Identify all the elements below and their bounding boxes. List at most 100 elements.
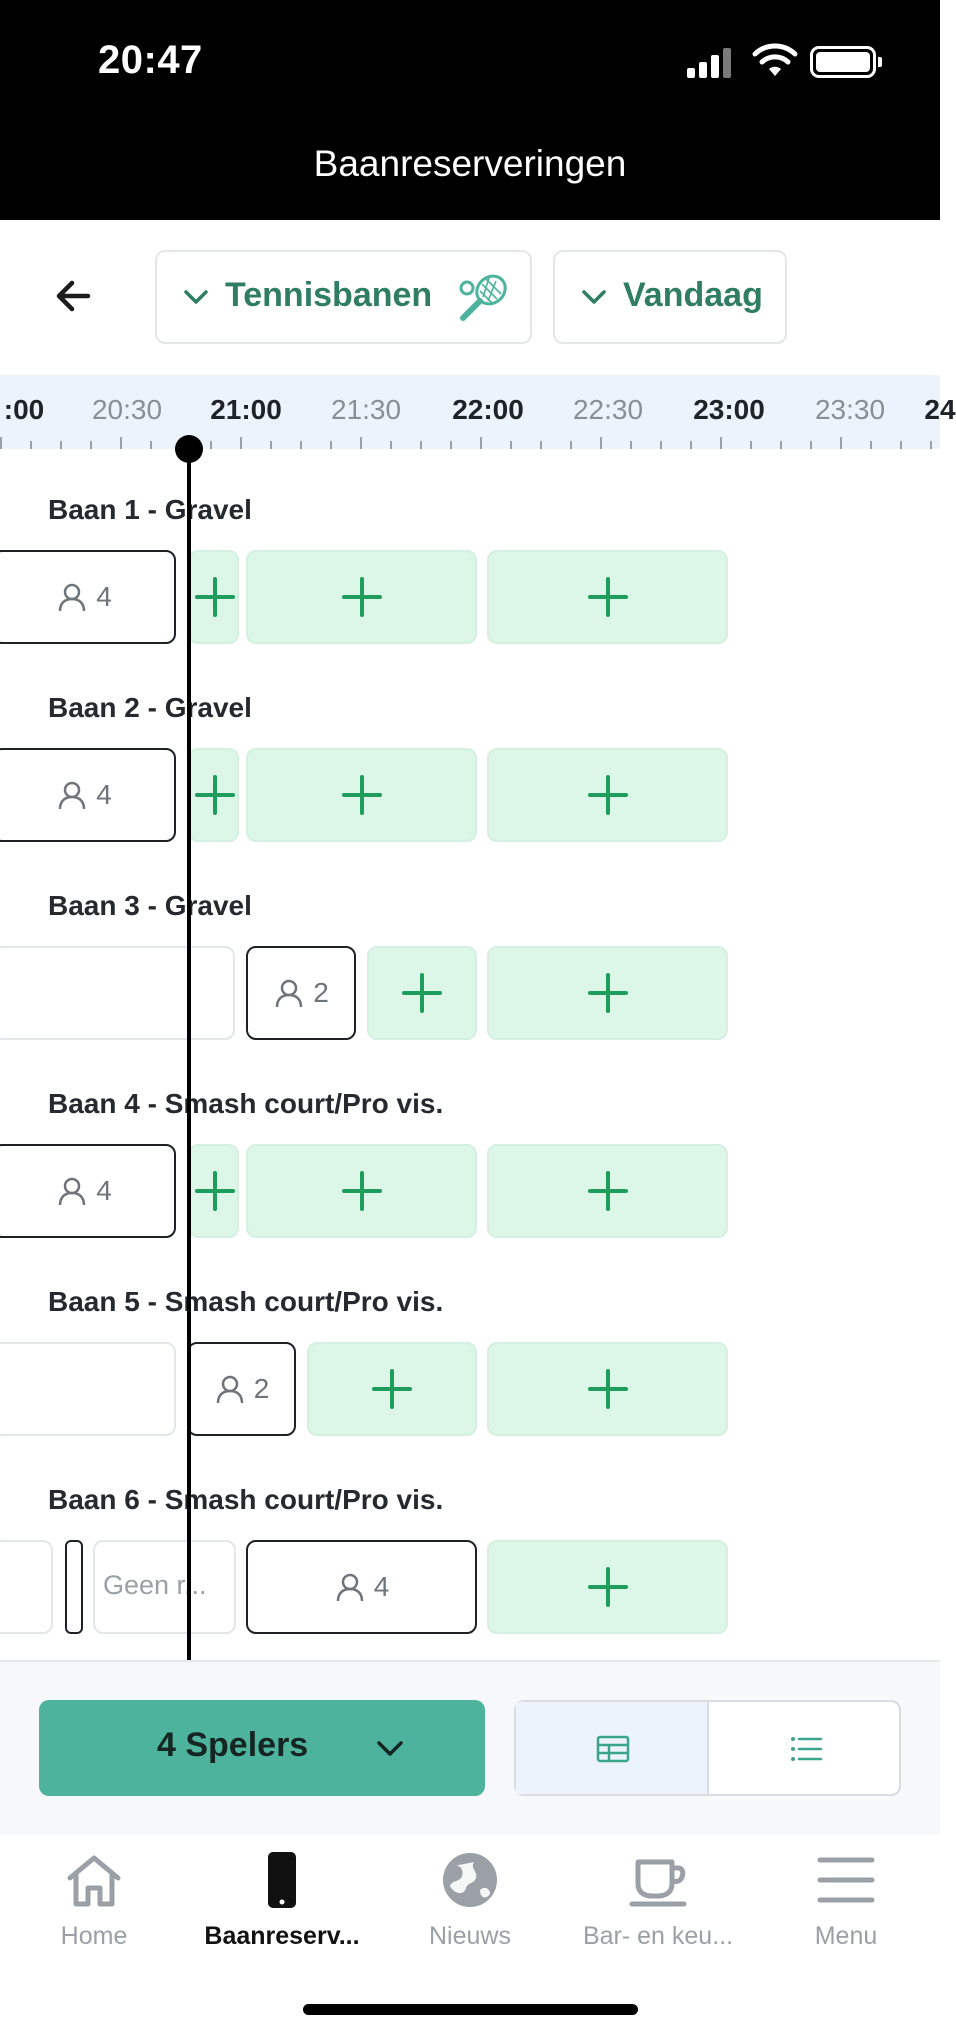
- free-slot[interactable]: [487, 748, 728, 842]
- back-arrow-icon[interactable]: [48, 266, 108, 326]
- reservation-slot[interactable]: 4: [0, 550, 176, 644]
- free-slot[interactable]: [188, 550, 239, 644]
- unavailable-slot: Geen r...: [93, 1540, 236, 1634]
- free-slot[interactable]: [246, 748, 477, 842]
- tab-bar-en-keuken[interactable]: Bar- en keu...: [564, 1850, 752, 1960]
- plus-icon: [372, 1369, 412, 1409]
- reservation-slot[interactable]: 2: [187, 1342, 296, 1436]
- free-slot[interactable]: [487, 1540, 728, 1634]
- free-slot[interactable]: [246, 550, 477, 644]
- free-slot[interactable]: [487, 1144, 728, 1238]
- plus-icon: [587, 1567, 628, 1607]
- plus-icon: [341, 577, 382, 617]
- time-label: 22:30: [572, 394, 644, 425]
- plus-icon: [341, 775, 382, 815]
- free-slot[interactable]: [367, 946, 477, 1040]
- player-count: 4: [96, 1175, 112, 1206]
- tab-menu[interactable]: Menu: [752, 1850, 940, 1960]
- player-count: 2: [253, 1373, 270, 1404]
- cellular-signal-icon: [687, 46, 735, 78]
- person-icon: [275, 979, 303, 1008]
- players-label: 4 Spelers: [157, 1726, 309, 1764]
- person-icon: [58, 1177, 86, 1206]
- time-tick: [120, 437, 122, 449]
- time-tick: [390, 441, 392, 449]
- phone-icon: [268, 1852, 296, 1908]
- time-tick: [240, 437, 242, 449]
- court-title: Baan 4 - Smash court/Pro vis.: [48, 1088, 444, 1119]
- free-slot[interactable]: [487, 946, 728, 1040]
- battery-icon: [810, 46, 882, 78]
- plus-icon: [587, 1369, 628, 1409]
- time-tick: [360, 437, 362, 449]
- time-tick: [210, 441, 212, 449]
- list-view-button[interactable]: [709, 1702, 901, 1794]
- time-tick: [660, 441, 662, 449]
- court-type-label: Tennisbanen: [225, 276, 433, 314]
- time-tick: [420, 441, 422, 449]
- court-title: Baan 3 - Gravel: [48, 890, 252, 921]
- plus-icon: [587, 973, 628, 1013]
- unavailable-slot: [0, 1540, 53, 1634]
- plus-icon: [195, 1171, 235, 1211]
- page-title: Baanreserveringen: [313, 143, 627, 184]
- time-tick: [510, 441, 512, 449]
- time-tick: [540, 441, 542, 449]
- tab-nieuws[interactable]: Nieuws: [376, 1850, 564, 1960]
- free-slot[interactable]: [188, 1144, 239, 1238]
- tab-home[interactable]: Home: [0, 1850, 188, 1960]
- unavailable-slot: [0, 946, 235, 1040]
- time-tick: [630, 441, 632, 449]
- plus-icon: [195, 775, 235, 815]
- reservation-slot[interactable]: 4: [0, 748, 176, 842]
- time-tick: [90, 441, 92, 449]
- players-dropdown-button[interactable]: 4 Spelers: [39, 1700, 485, 1796]
- free-slot[interactable]: [188, 748, 239, 842]
- reservation-slot[interactable]: 4: [246, 1540, 477, 1634]
- court-type-dropdown[interactable]: Tennisbanen: [155, 250, 532, 344]
- plus-icon: [195, 577, 235, 617]
- home-indicator: [303, 2004, 638, 2015]
- free-slot[interactable]: [487, 550, 728, 644]
- time-label: 23:30: [814, 394, 886, 425]
- time-axis[interactable]: :00 20:30 21:00 21:30 22:00 22:30 23:00 …: [0, 375, 956, 449]
- time-tick: [0, 437, 2, 449]
- grid-view-button[interactable]: [516, 1702, 709, 1794]
- court-title: Baan 1 - Gravel: [48, 494, 252, 525]
- time-tick: [600, 437, 602, 449]
- time-tick: [780, 441, 782, 449]
- reservation-slot[interactable]: 4: [0, 1144, 176, 1238]
- plus-icon: [341, 1171, 382, 1211]
- plus-icon: [587, 577, 628, 617]
- day-dropdown[interactable]: Vandaag: [553, 250, 787, 344]
- time-tick: [60, 441, 62, 449]
- tab-baanreserveringen[interactable]: Baanreserv...: [188, 1850, 376, 1960]
- reservation-slot[interactable]: [65, 1540, 83, 1634]
- person-icon: [58, 583, 86, 612]
- reservation-slot[interactable]: 2: [246, 946, 356, 1040]
- current-time-marker: [175, 435, 203, 463]
- free-slot[interactable]: [307, 1342, 477, 1436]
- person-icon: [216, 1375, 243, 1404]
- time-label: 23:00: [693, 394, 765, 425]
- time-tick: [570, 441, 572, 449]
- time-tick: [450, 441, 452, 449]
- court-title: Baan 2 - Gravel: [48, 692, 252, 723]
- player-count: 4: [373, 1571, 390, 1602]
- court-title: Baan 5 - Smash court/Pro vis.: [48, 1286, 444, 1317]
- time-tick: [750, 441, 752, 449]
- unavailable-slot: [0, 1342, 176, 1436]
- chevron-down-icon: [582, 290, 606, 304]
- free-slot[interactable]: [487, 1342, 728, 1436]
- current-time-line: [187, 445, 191, 1660]
- plus-icon: [587, 775, 628, 815]
- globe-icon: [443, 1853, 497, 1907]
- free-slot[interactable]: [246, 1144, 477, 1238]
- view-toggle: [514, 1700, 901, 1796]
- player-count: 4: [96, 779, 112, 810]
- tab-label: Bar- en keu...: [582, 1922, 734, 1950]
- time-label: :00: [3, 394, 45, 425]
- person-icon: [336, 1573, 363, 1602]
- navigation-bar: [0, 120, 940, 220]
- tab-label: Baanreserv...: [204, 1922, 360, 1950]
